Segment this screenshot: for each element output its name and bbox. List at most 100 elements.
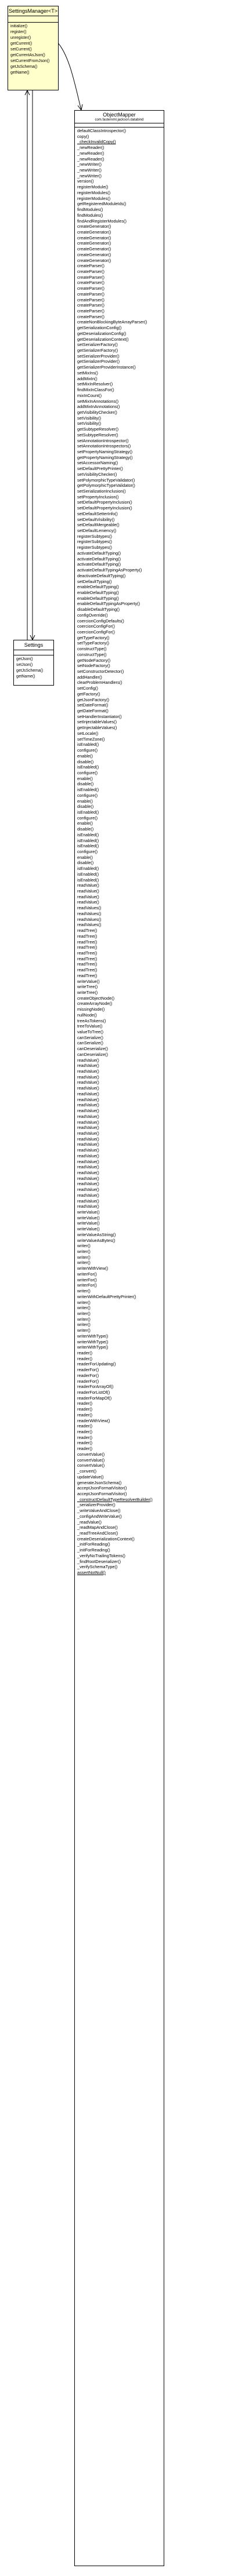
operation: defaultClassIntrospector() [77, 128, 127, 133]
settings-class[interactable]: Settings getJson()setJson()getJsSchema()… [13, 640, 54, 686]
settings-manager-dependency-arrow [24, 89, 30, 96]
operation: setDefaultTyping() [77, 578, 112, 584]
operation: setPropertyInclusion() [77, 494, 119, 500]
settings-manager-operations: initialize()register()unregister()getCur… [8, 23, 58, 77]
operation: coercionConfigFor() [77, 624, 115, 629]
operation: createParser() [77, 308, 104, 314]
operation: readValue() [77, 1198, 99, 1204]
operation: readValue() [77, 899, 99, 905]
operation: readValue() [77, 1158, 99, 1164]
operation: readTree() [77, 967, 98, 973]
operation: registerSubtypes() [77, 533, 112, 539]
operation: isEnabled() [77, 809, 99, 815]
operation: enableDefaultTyping() [77, 584, 119, 590]
operation: setSerializerProvider() [77, 353, 120, 359]
operation: _newWriter() [77, 162, 102, 167]
operation: _constructDefaultTypeResolverBuilder() [77, 1496, 153, 1502]
operation: readValue() [77, 1175, 99, 1181]
operation: enableDefaultTypingAsProperty() [77, 601, 140, 607]
operation: _newWriter() [77, 167, 102, 173]
operation: setAnnotationIntrospectors() [77, 443, 131, 449]
operation: createGenerator() [77, 235, 111, 241]
operation: getFactory() [77, 691, 100, 697]
operation: readerForMapOf() [77, 1395, 112, 1401]
operation: acceptJsonFormatVisitor() [77, 1491, 127, 1496]
operation: getCurrentAsJson() [10, 53, 45, 57]
operation: readValue() [77, 1187, 99, 1193]
operation: readValue() [77, 1169, 99, 1175]
operation: readValue() [77, 1063, 99, 1069]
operation: createGenerator() [77, 257, 111, 263]
operation: reader() [77, 1401, 93, 1407]
object-mapper-class[interactable]: ObjectMapper com.fasterxml.jackson.datab… [74, 110, 164, 2566]
operation: setDefaultPropertyInclusion() [77, 505, 132, 511]
operation: readerWithView() [77, 1418, 110, 1423]
operation: register() [10, 30, 27, 34]
operation: isEnabled() [77, 742, 99, 748]
operation: readTree() [77, 933, 98, 939]
operation: convertValue() [77, 1457, 105, 1463]
operation: createParser() [77, 314, 104, 319]
operation: readValue() [77, 1108, 99, 1114]
operation: writeValue() [77, 1220, 100, 1226]
operation: writer() [77, 1254, 91, 1260]
operation: setConstructorDetector() [77, 669, 124, 674]
operation: setTimeZone() [77, 736, 105, 742]
operation: reader() [77, 1434, 93, 1440]
operation: getSerializerProviderInstance() [77, 365, 136, 370]
operation: readValue() [77, 894, 99, 899]
operation: createParser() [77, 268, 104, 274]
operation: setJson() [16, 663, 33, 667]
operation: setCurrentFromJson() [10, 59, 50, 63]
operation: writerWithType() [77, 1339, 109, 1345]
operation: convertValue() [77, 1451, 105, 1457]
operation: configure() [77, 770, 98, 775]
object-mapper-title: ObjectMapper [103, 112, 136, 118]
operation: writer() [77, 1316, 91, 1322]
operation: readValue() [77, 883, 99, 888]
operation: readValue() [77, 1142, 99, 1147]
operation: enable() [77, 821, 93, 826]
operation: treeToValue() [77, 1023, 103, 1029]
operation: _writeValueAndClose() [77, 1508, 121, 1514]
settings-manager-title: SettingsManager<T> [8, 6, 58, 16]
operation: _readTreeAndClose() [77, 1530, 118, 1536]
operation: disable() [77, 804, 94, 810]
operation: disable() [77, 826, 94, 832]
operation: readTree() [77, 961, 98, 967]
operation: getRegisteredModuleIds() [77, 201, 127, 207]
operation: writer() [77, 1299, 91, 1305]
operation: deactivateDefaultTyping() [77, 573, 126, 578]
operation: readTree() [77, 945, 98, 950]
operation: reader() [77, 1412, 93, 1418]
operation: addMixInAnnotations() [77, 404, 120, 410]
operation: writerFor() [77, 1282, 97, 1288]
operation: getTypeFactory() [77, 635, 110, 640]
operation: readValue() [77, 1057, 99, 1063]
operation: configOverride() [77, 612, 108, 618]
operation: createGenerator() [77, 224, 111, 229]
operation: readValue() [77, 1136, 99, 1142]
operation: isEnabled() [77, 764, 99, 770]
operation: readerFor() [77, 1378, 99, 1384]
settings-manager-class[interactable]: SettingsManager<T> initialize()register(… [8, 6, 59, 90]
operation: activateDefaultTyping() [77, 562, 121, 567]
operation: readTree() [77, 928, 98, 934]
operation: getPropertyNamingStrategy() [77, 454, 133, 460]
operation: createGenerator() [77, 252, 111, 257]
operation: getSerializationConfig() [77, 325, 122, 331]
operation: _verifyNoTrailingTokens() [77, 1553, 125, 1558]
settings-attributes [14, 650, 53, 655]
operation: readValue() [77, 1080, 99, 1085]
operation: createParser() [77, 263, 104, 269]
operation: setSerializerFactory() [77, 342, 118, 348]
operation: readValue() [77, 1102, 99, 1108]
operation: writeValueAsString() [77, 1231, 116, 1237]
operation: _initForReading() [77, 1542, 110, 1547]
operation: unregister() [10, 36, 31, 40]
operation: setVisibilityChecker() [77, 471, 117, 477]
operation: getJsSchema() [10, 65, 38, 69]
operation: createParser() [77, 280, 104, 286]
operation: writeValueAsBytes() [77, 1237, 116, 1243]
operation: writeValue() [77, 1215, 100, 1220]
